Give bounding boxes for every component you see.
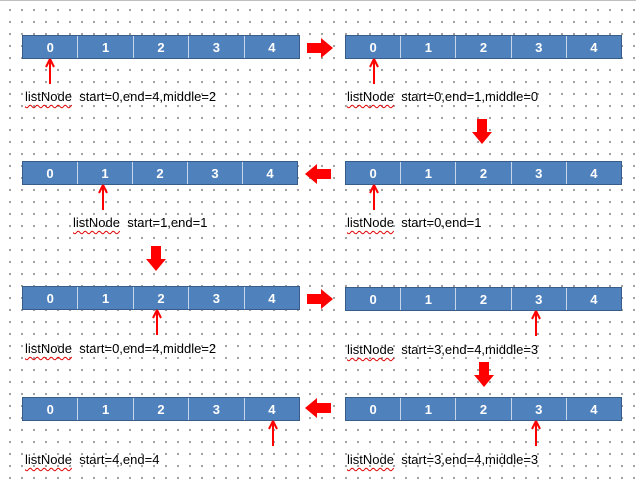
array-cell: 2 [132, 162, 187, 184]
flow-arrow-right-icon [307, 38, 333, 58]
flow-arrow-left-icon [305, 164, 331, 184]
array-cell: 3 [510, 398, 566, 420]
pointer-up-arrow-icon [152, 309, 162, 335]
step-params: start=1,end=1 [119, 215, 208, 230]
array-cell: 2 [455, 162, 510, 184]
step-label: listNode start=3,end=4,middle=3 [347, 452, 538, 468]
array-cell: 4 [565, 288, 621, 310]
array-cell: 3 [510, 162, 566, 184]
array-cell: 4 [243, 287, 299, 309]
array-cell: 0 [46, 290, 54, 306]
array-cell: 0 [369, 165, 377, 181]
listnode-keyword: listNode [347, 89, 394, 104]
listnode-keyword: listNode [25, 89, 72, 104]
array-bar: 0 1 2 3 4 [345, 397, 622, 421]
array-cell: 3 [188, 287, 243, 309]
pointer-up-arrow-icon [531, 420, 541, 446]
array-cell: 4 [243, 36, 299, 58]
step-params: start=0,end=1 [393, 215, 482, 230]
array-cell: 3 [187, 162, 242, 184]
pointer-up-arrow-icon [369, 184, 379, 210]
array-cell: 3 [188, 36, 243, 58]
array-bar: 0 1 2 3 4 [22, 161, 298, 185]
pointer-up-arrow-icon [45, 58, 55, 84]
step-label: listNode start=4,end=4 [25, 452, 159, 468]
top-border-line [0, 0, 636, 1]
array-bar: 0 1 2 3 4 [22, 35, 300, 59]
array-cell: 1 [400, 398, 455, 420]
array-cell: 4 [242, 162, 297, 184]
array-bar: 0 1 2 3 4 [22, 397, 300, 421]
pointer-up-arrow-icon [98, 184, 108, 210]
step-label: listNode start=0,end=1,middle=0 [347, 89, 538, 105]
array-cell: 3 [510, 36, 566, 58]
array-cell: 2 [455, 288, 510, 310]
array-cell: 1 [400, 36, 455, 58]
step-params: start=3,end=4,middle=3 [393, 452, 539, 467]
step-label: listNode start=1,end=1 [73, 215, 207, 231]
array-bar: 0 1 2 3 4 [345, 287, 622, 311]
listnode-keyword: listNode [347, 215, 394, 230]
array-cell: 3 [510, 288, 566, 310]
listnode-keyword: listNode [73, 215, 120, 230]
step-params: start=4,end=4 [71, 452, 160, 467]
array-cell: 0 [369, 291, 377, 307]
listnode-keyword: listNode [25, 452, 72, 467]
step-params: start=0,end=1,middle=0 [393, 89, 539, 104]
flow-arrow-down-icon [472, 119, 492, 144]
pointer-up-arrow-icon [268, 420, 278, 446]
array-cell: 4 [565, 398, 621, 420]
array-cell: 4 [243, 398, 299, 420]
array-cell: 2 [455, 36, 510, 58]
step-params: start=0,end=4,middle=2 [71, 341, 217, 356]
array-cell: 1 [77, 287, 132, 309]
array-cell: 4 [565, 162, 621, 184]
flow-arrow-left-icon [305, 398, 331, 418]
array-cell: 0 [46, 39, 54, 55]
array-cell: 0 [369, 401, 377, 417]
array-cell: 1 [77, 36, 132, 58]
step-label: listNode start=0,end=1 [347, 215, 481, 231]
array-cell: 2 [455, 398, 510, 420]
array-cell: 2 [132, 287, 188, 309]
flow-arrow-down-icon [474, 362, 494, 387]
flow-arrow-down-icon [146, 246, 166, 271]
array-bar: 0 1 2 3 4 [345, 35, 622, 59]
array-cell: 2 [132, 398, 188, 420]
pointer-up-arrow-icon [369, 58, 379, 84]
step-params: start=0,end=4,middle=2 [71, 89, 217, 104]
array-cell: 2 [132, 36, 188, 58]
array-cell: 3 [188, 398, 243, 420]
listnode-keyword: listNode [347, 342, 394, 357]
flow-arrow-right-icon [307, 289, 333, 309]
step-label: listNode start=3,end=4,middle=3 [347, 342, 538, 358]
array-cell: 1 [400, 162, 455, 184]
array-cell: 0 [46, 165, 54, 181]
step-label: listNode start=0,end=4,middle=2 [25, 89, 216, 105]
array-cell: 0 [369, 39, 377, 55]
array-cell: 1 [77, 398, 132, 420]
pointer-up-arrow-icon [531, 310, 541, 336]
array-bar: 0 1 2 3 4 [22, 286, 300, 310]
array-cell: 4 [565, 36, 621, 58]
array-cell: 1 [77, 162, 132, 184]
array-cell: 1 [400, 288, 455, 310]
listnode-keyword: listNode [25, 341, 72, 356]
array-bar: 0 1 2 3 4 [345, 161, 622, 185]
step-label: listNode start=0,end=4,middle=2 [25, 341, 216, 357]
step-params: start=3,end=4,middle=3 [393, 342, 539, 357]
listnode-keyword: listNode [347, 452, 394, 467]
array-cell: 0 [46, 401, 54, 417]
